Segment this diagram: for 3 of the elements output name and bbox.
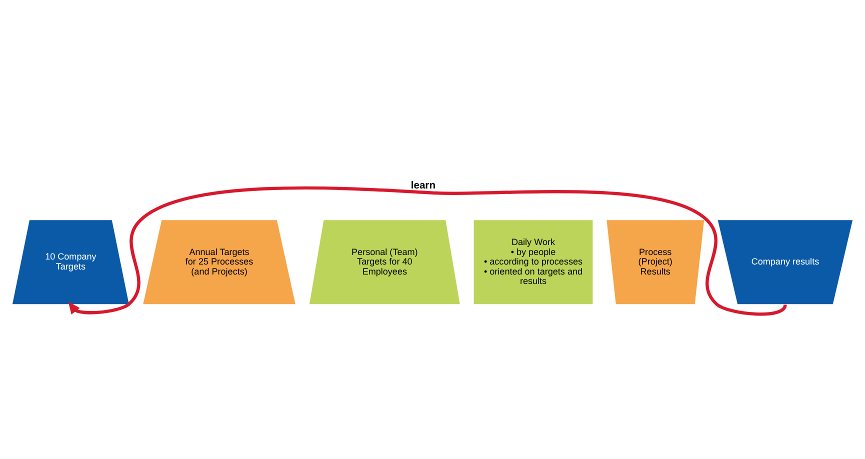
node-box: Daily Work • by people • according to processes • oriented on targets and results (474, 220, 593, 304)
edge-label: learn (410, 180, 436, 192)
arrow (68, 186, 786, 316)
